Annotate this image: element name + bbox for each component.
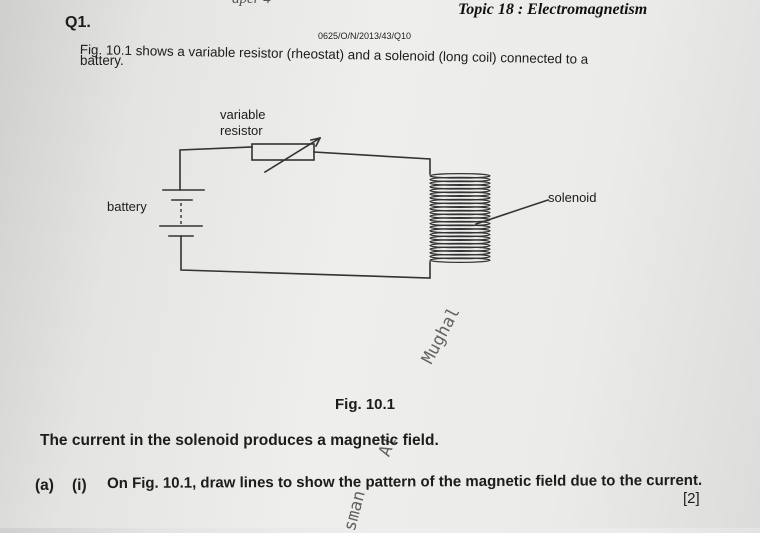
solenoid-turn	[429, 213, 491, 219]
marks-label: [2]	[683, 490, 700, 507]
solenoid-turn	[429, 195, 491, 201]
topic-heading: Topic 18 : Electromagnetism	[458, 1, 648, 18]
solenoid-turn	[429, 239, 491, 245]
solenoid-turn	[429, 235, 491, 241]
instruction-text: On Fig. 10.1, draw lines to show the pat…	[107, 471, 703, 492]
label-battery: battery	[107, 199, 147, 214]
solenoid-turn	[429, 253, 491, 260]
solenoid-leader-line	[474, 198, 550, 226]
figure-caption: Fig. 10.1	[335, 396, 396, 413]
solenoid-turn	[429, 191, 491, 197]
solenoid-turn	[429, 202, 491, 208]
resistor-body	[251, 143, 315, 161]
solenoid-turn	[429, 250, 491, 256]
solenoid-turn	[429, 228, 491, 234]
solenoid-turn	[429, 180, 491, 186]
label-resistor: resistor	[220, 123, 263, 138]
question-number: Q1.	[65, 14, 91, 31]
solenoid-turn	[429, 176, 491, 183]
solenoid-coil	[429, 173, 491, 263]
resistor-arrowhead	[310, 136, 322, 148]
question-code: 0625/O/N/2013/43/Q10	[318, 31, 412, 41]
part-i-label: (i)	[72, 477, 87, 494]
solenoid-turn	[429, 224, 491, 230]
top-left-wire	[179, 146, 253, 191]
solenoid-turn	[429, 206, 491, 212]
solenoid-turn	[429, 187, 491, 194]
resistor-arrow	[263, 136, 322, 174]
solenoid-turn	[429, 246, 491, 252]
solenoid-turn	[429, 173, 491, 179]
label-solenoid: solenoid	[548, 190, 597, 205]
part-a-label: (a)	[35, 477, 54, 494]
solenoid-turn	[429, 184, 491, 190]
solenoid-turn	[429, 209, 491, 216]
solenoid-turn	[429, 217, 491, 223]
label-variable: variable	[220, 107, 266, 122]
top-right-wire	[313, 151, 431, 175]
bottom-wire	[180, 235, 431, 279]
solenoid-turn	[429, 257, 491, 263]
question-intro-line-2: battery.	[80, 53, 124, 68]
solenoid-turn	[429, 198, 491, 205]
solenoid-turn	[429, 242, 491, 249]
solenoid-turn	[429, 220, 491, 227]
page-fragment: aper 4	[232, 0, 271, 8]
solenoid-turn	[429, 231, 491, 238]
statement-text: The current in the solenoid produces a m…	[40, 432, 439, 449]
